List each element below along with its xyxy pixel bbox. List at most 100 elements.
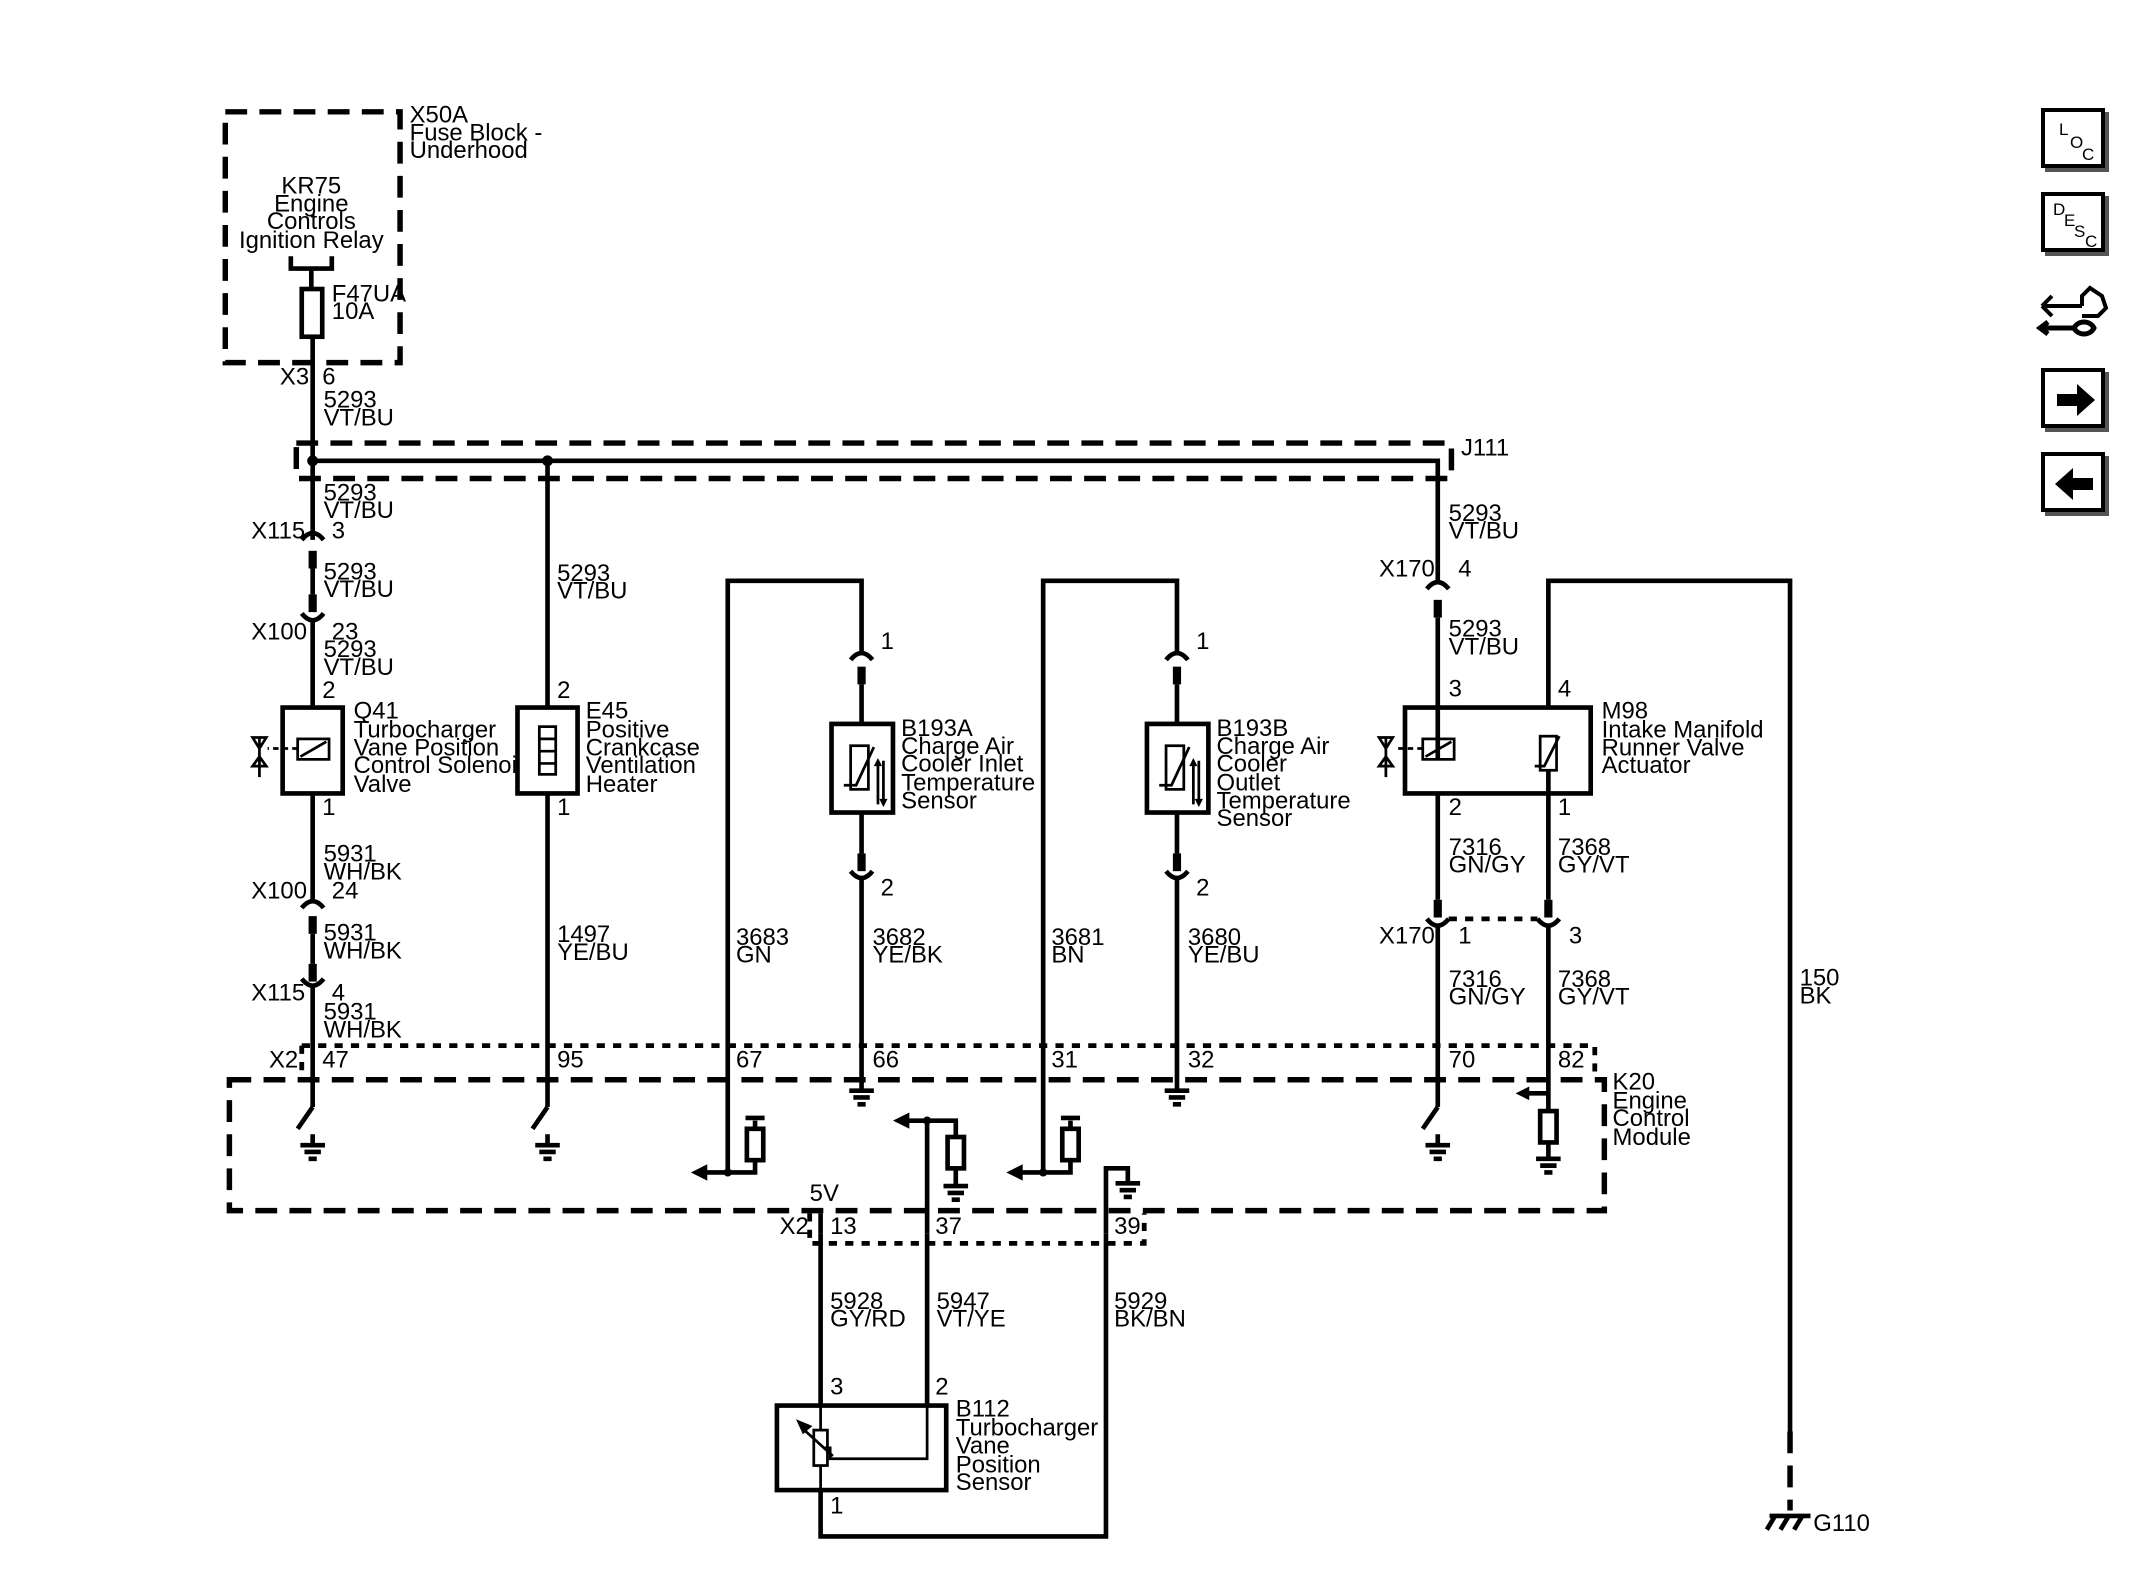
description-button[interactable]: D E S C [2041,192,2105,252]
svg-text:82: 82 [1558,1046,1585,1073]
svg-text:X2: X2 [269,1046,298,1073]
svg-text:GY/RD: GY/RD [830,1306,906,1333]
svg-text:C: C [2082,145,2094,164]
ecm-id: K20 [1613,1068,1655,1095]
b112-position-sensor [774,1403,949,1493]
ecm-k20: X2 47 95 67 66 31 32 70 82 K20 Engine Co… [226,1043,1691,1246]
svg-text:1: 1 [557,794,570,821]
thermistor-icon [1159,746,1191,787]
svg-text:Control Solenoid: Control Solenoid [354,752,531,779]
svg-text:VT/BU: VT/BU [324,497,394,524]
fuse-block-id: X50A [410,102,468,129]
svg-text:Temperature: Temperature [901,770,1035,797]
ecm-5v-supply: 5V [810,1180,839,1207]
m98-actuator [1402,705,1594,796]
svg-text:31: 31 [1051,1046,1078,1073]
relay-name-line2: Engine [274,190,348,217]
next-page-button[interactable] [2041,368,2105,428]
branch-b193b: 1 B193B Charge Air Cooler Outlet Tempera… [1040,578,1351,1173]
svg-text:7316: 7316 [1449,834,1502,861]
svg-text:Intake Manifold: Intake Manifold [1602,717,1764,744]
svg-text:2: 2 [1196,875,1209,902]
splice-j111 [293,440,1455,482]
m98-id: M98 [1602,697,1648,724]
svg-text:GN: GN [736,942,772,969]
svg-text:5293: 5293 [324,636,377,663]
wire-5293-color: VT/BU [324,404,394,431]
svg-text:3681: 3681 [1051,924,1104,951]
svg-text:Turbocharger: Turbocharger [956,1415,1099,1442]
svg-text:3: 3 [830,1374,843,1401]
svg-text:5293: 5293 [324,558,377,585]
svg-text:3: 3 [332,518,345,545]
svg-text:Positive: Positive [586,717,670,744]
svg-text:47: 47 [322,1046,349,1073]
svg-text:X170: X170 [1379,556,1435,583]
x115-connector: X115 [251,518,305,545]
previous-page-button[interactable] [2041,452,2105,512]
svg-text:66: 66 [872,1046,899,1073]
svg-text:Vane Position: Vane Position [354,734,500,761]
b193b-id: B193B [1217,715,1289,742]
svg-text:D: D [2053,200,2065,219]
branch-b193a: 1 B193A Charge Air Cooler Inlet Temperat… [725,578,1035,1173]
connector-end-view-button[interactable] [2034,278,2110,346]
svg-text:YE/BU: YE/BU [557,939,629,966]
svg-text:5931: 5931 [324,920,377,947]
svg-text:1: 1 [830,1492,843,1519]
svg-text:67: 67 [736,1046,763,1073]
svg-text:Ventilation: Ventilation [586,752,696,779]
svg-text:32: 32 [1188,1046,1215,1073]
fuse-id: F47UA [332,280,406,307]
svg-text:GN/GY: GN/GY [1449,852,1526,879]
svg-text:5947: 5947 [937,1288,990,1315]
q41-id: Q41 [354,697,399,724]
svg-text:Runner Valve: Runner Valve [1602,734,1745,761]
svg-text:WH/BK: WH/BK [324,858,402,885]
svg-text:3680: 3680 [1188,924,1241,951]
svg-text:YE/BK: YE/BK [872,942,942,969]
signal-ground-icon [849,1088,874,1107]
svg-text:VT/BU: VT/BU [324,576,394,603]
b112-id: B112 [956,1395,1010,1422]
svg-text:X115: X115 [251,980,305,1007]
svg-text:4: 4 [1558,676,1571,703]
svg-text:GN/GY: GN/GY [1449,984,1526,1011]
svg-text:39: 39 [1114,1213,1141,1240]
x3-pin: 6 [322,363,335,390]
svg-text:Sensor: Sensor [901,787,977,814]
svg-text:Control: Control [1613,1105,1690,1132]
connector-wrench-icon [2035,285,2109,337]
svg-text:Sensor: Sensor [956,1469,1032,1496]
arrow-right-icon [2057,384,2095,416]
ground-id: G110 [1813,1510,1870,1537]
signal-ground-icon [1164,1088,1190,1107]
thermistor-icon [843,746,876,787]
svg-text:WH/BK: WH/BK [324,1016,402,1043]
svg-text:BK/BN: BK/BN [1114,1306,1186,1333]
branch-e45: 5293 VT/BU 2 E45 Positive Crankcase Vent… [515,460,700,1107]
svg-text:Charge Air: Charge Air [901,733,1014,760]
svg-text:1497: 1497 [557,921,610,948]
fuse-block-name-line1: Fuse Block - [410,119,543,146]
svg-text:Outlet: Outlet [1217,770,1281,797]
svg-text:5931: 5931 [324,999,377,1026]
svg-text:5293: 5293 [1449,616,1502,643]
svg-text:4: 4 [1458,556,1471,583]
ground-wire-g110: 150 BK G110 [1764,965,1870,1537]
branch-m98: 5293 VT/BU X170 4 5293 VT/BU 3 4 M98 Int… [1376,500,1793,1432]
svg-text:5928: 5928 [830,1288,883,1315]
svg-text:4: 4 [332,980,345,1007]
svg-text:13: 13 [830,1213,857,1240]
svg-text:E: E [2064,211,2075,230]
svg-text:24: 24 [332,877,359,904]
location-button[interactable]: L O C [2041,108,2105,168]
fuse-rating: 10A [332,298,375,325]
svg-text:Module: Module [1613,1124,1691,1151]
svg-text:Turbocharger: Turbocharger [354,717,497,744]
svg-text:X170: X170 [1379,922,1435,949]
svg-text:GY/VT: GY/VT [1558,852,1630,879]
relay-name-line4: Ignition Relay [239,227,384,254]
low-side-driver-icon [1420,1105,1451,1162]
